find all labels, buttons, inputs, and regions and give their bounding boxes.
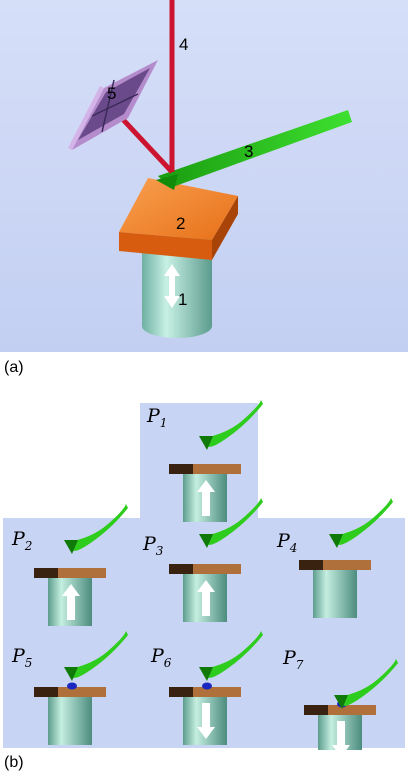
cantilever-tip bbox=[64, 667, 78, 681]
state-cell-p2 bbox=[34, 504, 128, 626]
position-label-p5: P5 bbox=[12, 645, 33, 670]
stage-edge bbox=[304, 705, 328, 715]
double-arrow-icon bbox=[164, 264, 180, 308]
panel-a-diagram: 1 2 3 4 5 bbox=[0, 0, 408, 352]
callout-1: 1 bbox=[178, 290, 187, 309]
piezo-cylinder bbox=[48, 697, 92, 745]
cantilever bbox=[68, 504, 128, 551]
stage-edge bbox=[169, 687, 193, 697]
cantilever-tip bbox=[334, 695, 348, 709]
position-label-p7: P7 bbox=[283, 647, 304, 672]
down-arrow-icon bbox=[332, 721, 350, 750]
photodetector bbox=[68, 60, 158, 150]
panel-b-label: (b) bbox=[4, 754, 24, 771]
state-cell-p1 bbox=[169, 400, 263, 522]
up-arrow-icon bbox=[62, 584, 80, 620]
stage-edge bbox=[169, 464, 193, 474]
state-cell-p4 bbox=[299, 498, 393, 618]
stage-edge bbox=[34, 568, 58, 578]
position-label-p3: P3 bbox=[143, 533, 164, 558]
position-label-p6: P6 bbox=[151, 645, 172, 670]
state-cell-p5 bbox=[34, 631, 128, 745]
sample-stage bbox=[323, 560, 371, 570]
cantilever bbox=[203, 400, 263, 447]
cantilever bbox=[68, 631, 128, 678]
callout-4: 4 bbox=[179, 35, 188, 54]
callout-2: 2 bbox=[176, 214, 185, 233]
cantilever bbox=[203, 631, 263, 678]
cantilever bbox=[156, 110, 352, 190]
cantilever-tip bbox=[329, 534, 343, 548]
position-label-p4: P4 bbox=[277, 530, 298, 555]
sample-stage bbox=[193, 464, 241, 474]
up-arrow-icon bbox=[197, 580, 215, 616]
stage-edge bbox=[169, 564, 193, 574]
stage-edge bbox=[34, 687, 58, 697]
cantilever bbox=[203, 498, 263, 545]
stage-edge bbox=[299, 560, 323, 570]
sample-stage bbox=[193, 687, 241, 697]
cantilever-tip bbox=[199, 534, 213, 548]
cantilever-tip bbox=[199, 667, 213, 681]
sample-stage bbox=[58, 687, 106, 697]
cantilever-tip bbox=[199, 436, 213, 450]
up-arrow-icon bbox=[197, 480, 215, 516]
cantilever bbox=[333, 498, 393, 545]
callout-3: 3 bbox=[244, 142, 253, 161]
panel-a: 1 2 3 4 5 bbox=[0, 0, 408, 352]
tip-contact-dot bbox=[67, 682, 77, 690]
position-label-p1: P1 bbox=[147, 405, 168, 430]
sample-stage bbox=[119, 178, 238, 260]
callout-5: 5 bbox=[107, 84, 116, 103]
state-cell-p3 bbox=[169, 498, 263, 622]
sample-stage bbox=[58, 568, 106, 578]
panel-b-diagram bbox=[3, 400, 405, 750]
state-cell-p6 bbox=[169, 631, 263, 745]
sample-stage bbox=[193, 564, 241, 574]
sample-stage bbox=[328, 705, 376, 715]
tip-contact-dot bbox=[202, 682, 212, 690]
down-arrow-icon bbox=[197, 703, 215, 739]
cantilever-tip bbox=[64, 540, 78, 554]
laser-beam-reflected bbox=[114, 110, 174, 174]
position-label-p2: P2 bbox=[12, 528, 33, 553]
state-cell-p7 bbox=[304, 659, 398, 750]
piezo-cylinder bbox=[313, 570, 357, 618]
cantilever bbox=[338, 659, 398, 706]
panel-a-label: (a) bbox=[4, 359, 24, 376]
